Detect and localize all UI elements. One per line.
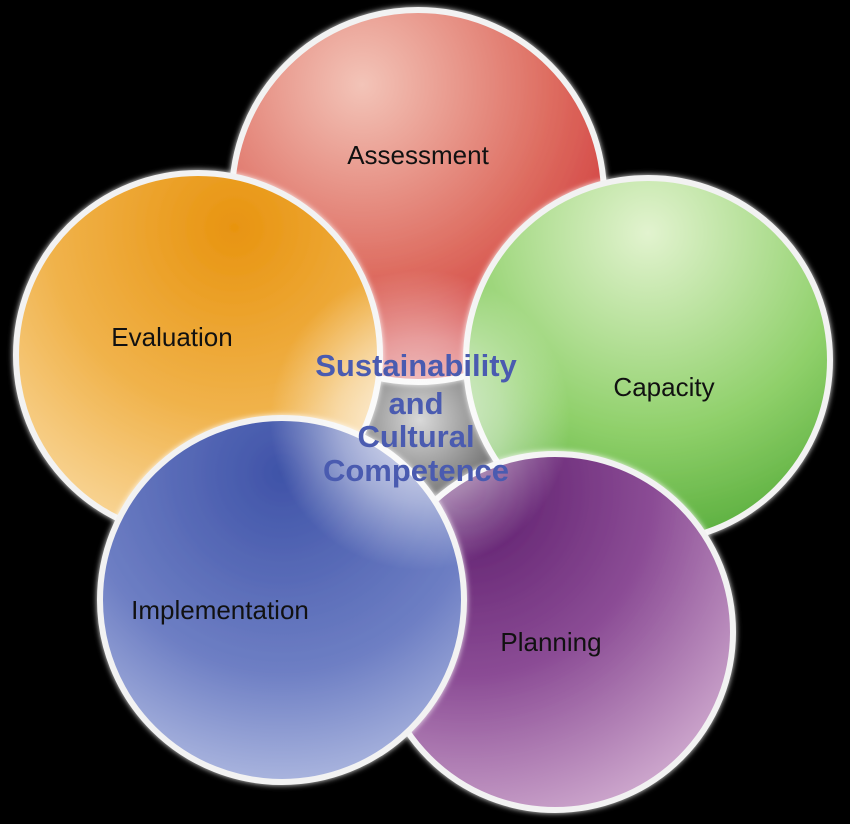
center-line-3: Cultural <box>357 419 474 454</box>
planning-label: Planning <box>500 627 601 657</box>
capacity-label: Capacity <box>613 372 714 402</box>
center-line-4: Competence <box>323 453 509 488</box>
implementation-label: Implementation <box>131 595 309 625</box>
center-glow <box>270 270 570 570</box>
center-title: Sustainability and Cultural Competence <box>315 348 517 488</box>
center-line-2: and <box>388 386 443 421</box>
evaluation-label: Evaluation <box>111 322 232 352</box>
assessment-label: Assessment <box>347 140 489 170</box>
center-line-1: Sustainability <box>315 348 517 383</box>
